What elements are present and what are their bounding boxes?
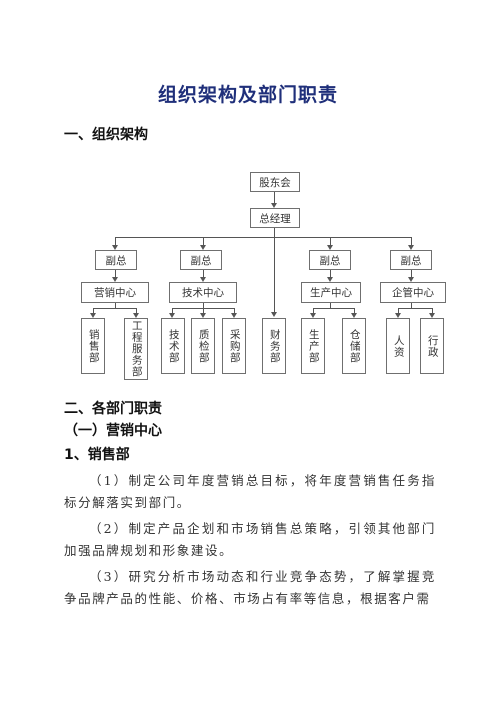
org-box-vp: 副总 [309, 250, 351, 270]
arrow-icon [395, 313, 401, 318]
connector [136, 308, 137, 314]
connector [330, 303, 331, 308]
arrow-icon [351, 313, 357, 318]
connector [313, 308, 314, 314]
org-box-dept-purchasing: 采购部 [222, 318, 246, 374]
arrow-icon [90, 313, 96, 318]
arrow-icon [112, 245, 118, 250]
connector [115, 237, 116, 246]
connector [398, 308, 432, 309]
connector [115, 270, 116, 278]
org-box-dept-admin: 行政 [420, 318, 444, 374]
connector [115, 303, 116, 308]
org-box-dept-qc: 质检部 [191, 318, 215, 374]
arrow-icon [310, 313, 316, 318]
document-title: 组织架构及部门职责 [157, 84, 338, 106]
connector [330, 270, 331, 278]
connector [274, 192, 275, 204]
arrow-icon [200, 277, 206, 282]
org-box-board: 股东会 [250, 172, 300, 192]
org-chart: 股东会 总经理 副总 副总 副总 副总 营销中心 技术中心 生产中心 企管中心 [0, 160, 496, 385]
connector [234, 308, 235, 314]
org-box-dept-warehouse: 仓储部 [342, 318, 366, 374]
connector [274, 237, 275, 313]
org-box-gm: 总经理 [250, 208, 300, 228]
org-box-vp: 副总 [95, 250, 137, 270]
item-heading-sales-dept: 1、销售部 [64, 447, 130, 463]
connector [313, 308, 355, 309]
connector [203, 303, 204, 308]
subsection-heading-sales-center: （一）营销中心 [64, 423, 162, 439]
paragraph: （2）制定产品企划和市场销售总策略，引领其他部门加强品牌规划和形象建设。 [64, 521, 436, 558]
arrow-icon [271, 312, 277, 317]
arrow-icon [169, 313, 175, 318]
arrow-icon [200, 313, 206, 318]
connector [354, 308, 355, 314]
connector [172, 308, 173, 314]
arrow-icon [408, 277, 414, 282]
org-box-admin-center: 企管中心 [380, 282, 446, 303]
connector [432, 308, 433, 314]
connector [411, 270, 412, 278]
connector [203, 237, 204, 246]
connector [411, 303, 412, 308]
arrow-icon [231, 313, 237, 318]
arrow-icon [271, 203, 277, 208]
connector [203, 308, 204, 314]
org-box-vp: 副总 [180, 250, 222, 270]
org-box-vp: 副总 [390, 250, 432, 270]
connector [330, 237, 331, 246]
paragraph: （3）研究分析市场动态和行业竞争态势，了解掌握竞争品牌产品的性能、价格、市场占有… [64, 569, 436, 606]
section-heading-dept-duties: 二、各部门职责 [64, 401, 162, 417]
org-box-dept-sales: 销售部 [81, 318, 105, 374]
org-box-sales-center: 营销中心 [81, 282, 149, 303]
org-box-tech-center: 技术中心 [169, 282, 237, 303]
org-box-production-center: 生产中心 [301, 282, 361, 303]
connector [93, 308, 137, 309]
connector [203, 270, 204, 278]
org-box-dept-tech: 技术部 [161, 318, 185, 374]
org-box-dept-hr: 人资 [386, 318, 410, 374]
arrow-icon [429, 313, 435, 318]
connector [274, 228, 275, 237]
org-box-dept-production: 生产部 [301, 318, 325, 374]
paragraph: （1）制定公司年度营销总目标，将年度营销售任务指标分解落实到部门。 [64, 473, 436, 510]
section-heading-org-structure: 一、组织架构 [64, 127, 148, 143]
arrow-icon [327, 245, 333, 250]
connector [411, 237, 412, 246]
connector [93, 308, 94, 314]
arrow-icon [200, 245, 206, 250]
arrow-icon [408, 245, 414, 250]
connector [115, 237, 412, 238]
org-box-dept-engineering-service: 工程服务部 [124, 318, 148, 380]
arrow-icon [327, 277, 333, 282]
arrow-icon [112, 277, 118, 282]
connector [398, 308, 399, 314]
org-box-dept-finance: 财务部 [262, 318, 286, 374]
arrow-icon [133, 313, 139, 318]
